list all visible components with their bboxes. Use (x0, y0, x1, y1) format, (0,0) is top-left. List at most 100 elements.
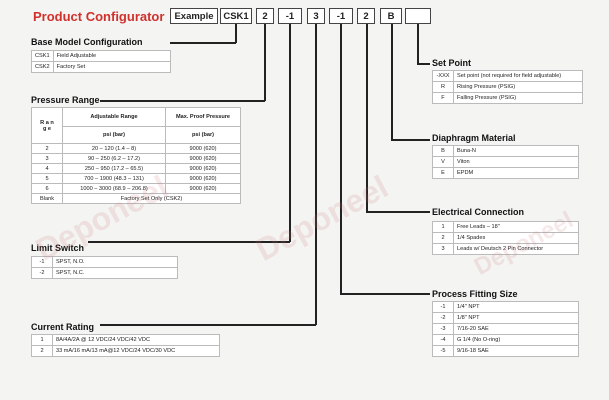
range-code: Blank (31, 193, 63, 204)
desc-cell: Buna-N (453, 145, 579, 157)
table-header-row: psi (bar) psi (bar) (32, 126, 241, 144)
connector-base (170, 42, 236, 44)
connector-current-v (315, 24, 317, 325)
range-code: 2 (31, 143, 63, 154)
desc-cell: EPDM (453, 167, 579, 179)
adjustable-unit: psi (bar) (62, 126, 166, 144)
desc-cell: Set point (not required for field adjust… (453, 70, 583, 82)
code-range: 2 (256, 8, 274, 24)
proof-value: 9000 (620) (165, 153, 241, 164)
code-cell: -1 (432, 301, 454, 313)
range-value: 20 – 120 (1.4 – 8) (62, 143, 166, 154)
diaphragm-title: Diaphragm Material (432, 133, 516, 143)
range-value: Factory Set Only (CSK2) (62, 193, 241, 204)
code-setpoint (405, 8, 431, 24)
code-cell: R (432, 81, 454, 93)
fitting-title: Process Fitting Size (432, 289, 518, 299)
code-limit: -1 (278, 8, 302, 24)
connector-range (100, 100, 265, 102)
code-cell: 1 (432, 221, 454, 233)
range-value: 90 – 250 (6.2 – 17.2) (62, 153, 166, 164)
desc-cell: 1/4" NPT (453, 301, 579, 313)
code-cell: -4 (432, 334, 454, 346)
desc-cell: 33 mA/16 mA/13 mA@12 VDC/24 VDC/30 VDC (52, 345, 220, 357)
desc-cell: Falling Pressure (PSIG) (453, 92, 583, 104)
desc-cell: SPST, N.C. (52, 267, 178, 279)
base-title: Base Model Configuration (31, 37, 143, 47)
connector-limit (88, 241, 290, 243)
electrical-title: Electrical Connection (432, 207, 525, 217)
desc-cell: Viton (453, 156, 579, 168)
code-cell: -5 (432, 345, 454, 357)
code-cell: B (432, 145, 454, 157)
connector-diaphragm (391, 139, 430, 141)
connector-range-v (264, 24, 266, 101)
desc-cell: SPST, N.O. (52, 256, 178, 268)
page-title: Product Configurator (33, 9, 165, 24)
code-diaphragm: B (380, 8, 402, 24)
code-cell: 1 (31, 334, 53, 346)
proof-value: 9000 (620) (165, 173, 241, 184)
range-code: 6 (31, 183, 63, 194)
desc-cell: G 1/4 (No O-ring) (453, 334, 579, 346)
pressure-title: Pressure Range (31, 95, 100, 105)
example-label: Example (170, 8, 218, 24)
proof-value: 9000 (620) (165, 163, 241, 174)
desc-cell: 1/8" NPT (453, 312, 579, 324)
proof-value: 9000 (620) (165, 183, 241, 194)
code-cell: -XXX (432, 70, 454, 82)
code-cell: CSK1 (31, 50, 54, 62)
code-cell: F (432, 92, 454, 104)
table-header-row: R a n g e Adjustable Range Max. Proof Pr… (31, 107, 241, 144)
desc-cell: 9/16-18 SAE (453, 345, 579, 357)
desc-cell: Factory Set (52, 61, 171, 73)
range-code: 5 (31, 173, 63, 184)
desc-cell: Field Adjustable (52, 50, 171, 62)
connector-electrical (366, 211, 430, 213)
setpoint-title: Set Point (432, 58, 472, 68)
connector-base-v (235, 24, 237, 43)
range-code: 3 (31, 153, 63, 164)
connector-electrical-v (366, 24, 368, 212)
connector-fitting-v (340, 24, 342, 294)
code-fitting: -1 (329, 8, 353, 24)
pressure-table: R a n g e Adjustable Range Max. Proof Pr… (31, 107, 241, 204)
proof-value: 9000 (620) (165, 143, 241, 154)
connector-setpoint-v (417, 24, 419, 64)
code-cell: 3 (432, 243, 454, 255)
connector-fitting (340, 293, 430, 295)
range-code: 4 (31, 163, 63, 174)
code-cell: CSK2 (31, 61, 54, 73)
code-cell: -2 (31, 267, 53, 279)
watermark: Deponeel (249, 168, 394, 268)
code-cell: -3 (432, 323, 454, 335)
range-header: R a n g e (31, 107, 63, 144)
